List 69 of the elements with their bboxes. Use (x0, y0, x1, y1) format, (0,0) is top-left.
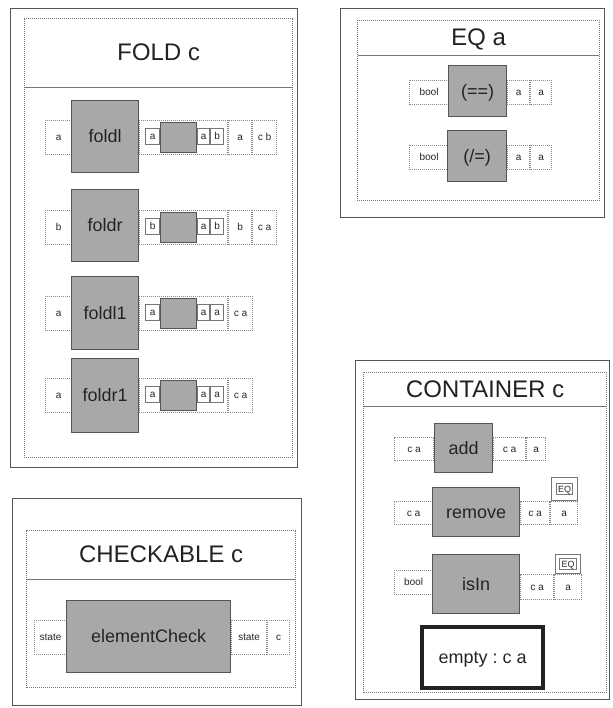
function-placeholder (160, 380, 197, 411)
panel-title: CHECKABLE c (27, 531, 295, 580)
type-cell: b (45, 210, 72, 245)
constant-box: empty : c a (420, 625, 545, 690)
constraint-tag: EQ (555, 554, 581, 574)
constraint-tag: EQ (551, 477, 578, 501)
type-cell: c a (394, 437, 434, 461)
type-cell: c b (252, 120, 277, 155)
type-cell: a (530, 80, 552, 105)
type-cell: a (145, 304, 160, 321)
function-placeholder (160, 212, 197, 243)
type-cell: a (45, 296, 72, 331)
type-cell: b (145, 218, 160, 235)
argument-group (139, 296, 228, 331)
type-cell: c a (228, 378, 253, 413)
argument-group (139, 210, 228, 245)
function-placeholder (160, 298, 197, 329)
type-cell: a (550, 501, 578, 525)
type-cell: a (210, 386, 224, 403)
argument-group (139, 378, 228, 413)
function-box: foldr1 (71, 358, 139, 433)
type-cell: a (526, 437, 546, 461)
type-cell: a (197, 386, 210, 403)
argument-group (139, 120, 228, 155)
type-cell: a (197, 218, 210, 235)
panel-title: FOLD c (25, 19, 292, 88)
type-cell: b (210, 218, 224, 235)
type-cell: c a (394, 501, 433, 525)
type-cell: b (210, 128, 224, 145)
type-cell: a (45, 120, 72, 155)
type-cell: bool (409, 80, 449, 105)
function-box: foldr (71, 189, 139, 262)
type-cell: a (145, 386, 160, 403)
type-cell: c a (228, 296, 253, 331)
function-box: add (434, 423, 493, 473)
type-cell: a (210, 304, 224, 321)
function-box: (==) (448, 65, 507, 117)
type-cell: bool (394, 570, 433, 595)
type-cell: a (530, 145, 552, 170)
type-cell: c a (252, 210, 277, 245)
outer-frame (12, 498, 302, 706)
class-panel (357, 20, 600, 201)
type-cell: a (45, 378, 72, 413)
type-cell: c a (520, 501, 550, 525)
type-cell: a (145, 128, 160, 145)
function-box: foldl (71, 100, 139, 173)
function-placeholder (160, 122, 197, 153)
panel-title: CONTAINER c (364, 373, 606, 407)
function-box: isIn (432, 554, 520, 614)
function-box: (/=) (447, 130, 507, 182)
type-cell: a (554, 574, 582, 600)
type-cell: a (507, 80, 530, 105)
function-box: elementCheck (66, 600, 231, 673)
type-cell: c a (493, 437, 526, 461)
type-cell: c (267, 620, 290, 655)
type-cell: b (228, 210, 252, 245)
type-cell: a (507, 145, 530, 170)
outer-frame (340, 8, 605, 218)
function-box: foldl1 (71, 276, 139, 350)
type-cell: bool (409, 145, 449, 170)
type-cell: a (228, 120, 252, 155)
panel-title: EQ a (358, 21, 599, 56)
type-cell: state (34, 620, 67, 655)
class-panel (26, 530, 296, 688)
type-cell: c a (520, 574, 554, 600)
function-box: remove (432, 487, 520, 537)
type-cell: state (231, 620, 267, 655)
type-cell: a (197, 304, 210, 321)
type-cell: a (197, 128, 210, 145)
